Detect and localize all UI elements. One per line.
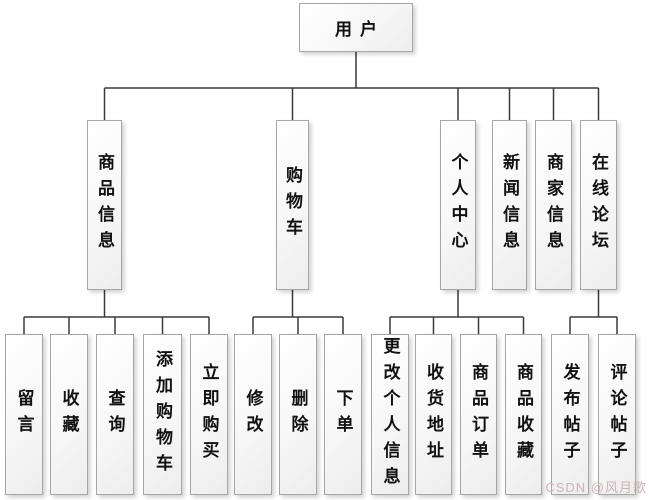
node-online-forum: 在线论坛: [580, 120, 617, 290]
node-delete: 删除: [279, 334, 317, 495]
node-shopping-cart: 购物车: [276, 120, 309, 290]
node-query: 查询: [96, 334, 134, 495]
node-news-info: 新闻信息: [492, 120, 527, 290]
node-user: 用户: [299, 3, 413, 52]
node-personal-center: 个人中心: [440, 120, 476, 290]
node-product-info: 商品信息: [87, 120, 122, 290]
node-place-order: 下单: [324, 334, 362, 495]
node-edit-personal-info: 更改个人信息: [371, 334, 409, 495]
node-modify: 修改: [234, 334, 272, 495]
node-favorite: 收藏: [50, 334, 88, 495]
node-merchant-info: 商家信息: [535, 120, 572, 290]
watermark: CSDN @风月歌: [545, 480, 647, 495]
node-shipping-address: 收货地址: [415, 334, 452, 495]
node-add-to-cart: 添加购物车: [143, 334, 182, 495]
node-product-orders: 商品订单: [460, 334, 497, 495]
node-publish-post: 发布帖子: [551, 334, 589, 495]
node-product-favorites: 商品收藏: [505, 334, 542, 495]
node-message: 留言: [5, 334, 43, 495]
node-comment-post: 评论帖子: [598, 334, 636, 495]
node-buy-now: 立即购买: [190, 334, 228, 495]
